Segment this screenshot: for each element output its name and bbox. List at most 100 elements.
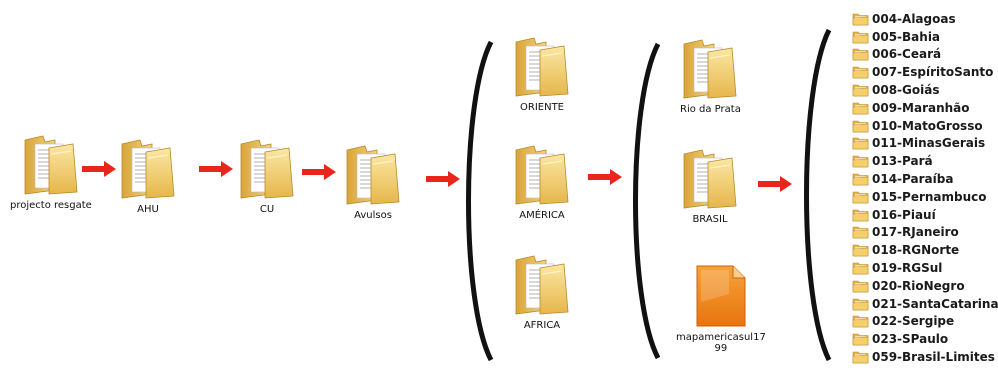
list-item[interactable]: 010-MatoGrosso bbox=[852, 117, 998, 135]
list-item[interactable]: 009-Maranhão bbox=[852, 99, 998, 117]
list-item[interactable]: 020-RioNegro bbox=[852, 277, 998, 295]
folder-brasil[interactable]: BRASIL bbox=[680, 148, 740, 225]
folder-icon bbox=[852, 136, 869, 150]
folder-icon bbox=[852, 83, 869, 97]
folder-avulsos[interactable]: Avulsos bbox=[343, 144, 403, 221]
folder-oriente[interactable]: ORIENTE bbox=[512, 36, 572, 113]
folder-name: 018-RGNorte bbox=[872, 243, 960, 258]
folder-label: AMÉRICA bbox=[519, 210, 565, 221]
folder-name: 008-Goiás bbox=[872, 83, 940, 98]
brasil-folder-list: 004-Alagoas 005-Bahia 006-Ceará 007-Espírit… bbox=[852, 10, 998, 366]
folder-icon bbox=[852, 30, 869, 44]
folder-icon bbox=[852, 261, 869, 275]
folder-projecto-resgate[interactable]: projecto resgate bbox=[10, 134, 92, 211]
folder-label: ORIENTE bbox=[520, 102, 564, 113]
folder-america[interactable]: AMÉRICA bbox=[512, 144, 572, 221]
list-item[interactable]: 007-EspíritoSanto bbox=[852, 63, 998, 81]
folder-label: CU bbox=[259, 204, 275, 215]
folder-icon bbox=[512, 36, 572, 98]
list-item[interactable]: 015-Pernambuco bbox=[852, 188, 998, 206]
list-item[interactable]: 018-RGNorte bbox=[852, 241, 998, 259]
folder-label: Avulsos bbox=[354, 210, 392, 221]
list-item[interactable]: 005-Bahia bbox=[852, 28, 998, 46]
folder-icon bbox=[512, 144, 572, 206]
folder-icon bbox=[852, 208, 869, 222]
folder-name: 010-MatoGrosso bbox=[872, 118, 983, 133]
folder-rio-da-prata[interactable]: Rio da Prata bbox=[680, 38, 741, 115]
folder-icon bbox=[852, 65, 869, 79]
folder-name: 004-Alagoas bbox=[872, 11, 956, 26]
folder-icon bbox=[852, 297, 869, 311]
list-item[interactable]: 011-MinasGerais bbox=[852, 135, 998, 153]
folder-name: 019-RGSul bbox=[872, 261, 943, 276]
folder-icon bbox=[852, 172, 869, 186]
folder-icon bbox=[852, 154, 869, 168]
folder-name: 006-Ceará bbox=[872, 47, 942, 62]
folder-icon bbox=[852, 119, 869, 133]
list-item[interactable]: 059-Brasil-Limites bbox=[852, 348, 998, 366]
list-item[interactable]: 013-Pará bbox=[852, 152, 998, 170]
folder-name: 017-RJaneiro bbox=[872, 225, 959, 240]
folder-name: 020-RioNegro bbox=[872, 278, 965, 293]
folder-name: 007-EspíritoSanto bbox=[872, 65, 994, 80]
file-label: mapamericasul17 99 bbox=[676, 332, 766, 354]
folder-label: Rio da Prata bbox=[680, 104, 741, 115]
folder-name: 021-SantaCatarina bbox=[872, 296, 998, 311]
folder-name: 015-Pernambuco bbox=[872, 189, 987, 204]
folder-name: 013-Pará bbox=[872, 154, 933, 169]
folder-name: 009-Maranhão bbox=[872, 100, 970, 115]
folder-icon bbox=[21, 134, 81, 196]
folder-name: 005-Bahia bbox=[872, 29, 941, 44]
folder-icon bbox=[852, 314, 869, 328]
list-item[interactable]: 014-Paraíba bbox=[852, 170, 998, 188]
bracket-left bbox=[633, 42, 661, 360]
file-label-line2: 99 bbox=[714, 343, 728, 354]
folder-label: AHU bbox=[137, 204, 159, 215]
folder-icon bbox=[237, 138, 297, 200]
document-icon bbox=[696, 265, 746, 327]
folder-icon bbox=[118, 138, 178, 200]
folder-icon bbox=[852, 101, 869, 115]
list-item[interactable]: 004-Alagoas bbox=[852, 10, 998, 28]
list-item[interactable]: 021-SantaCatarina bbox=[852, 295, 998, 313]
arrow-right-icon bbox=[82, 161, 116, 177]
list-item[interactable]: 019-RGSul bbox=[852, 259, 998, 277]
bracket-left bbox=[804, 28, 832, 362]
folder-africa[interactable]: AFRICA bbox=[512, 254, 572, 331]
folder-icon bbox=[852, 279, 869, 293]
folder-icon bbox=[852, 243, 869, 257]
folder-cu[interactable]: CU bbox=[237, 138, 297, 215]
list-item[interactable]: 008-Goiás bbox=[852, 81, 998, 99]
folder-icon bbox=[852, 350, 869, 364]
folder-icon bbox=[512, 254, 572, 316]
arrow-right-icon bbox=[302, 164, 336, 180]
folder-icon bbox=[852, 12, 869, 26]
arrow-right-icon bbox=[588, 169, 622, 185]
file-mapamericasul1799[interactable]: mapamericasul17 99 bbox=[676, 264, 766, 354]
folder-name: 011-MinasGerais bbox=[872, 136, 986, 151]
folder-icon bbox=[852, 332, 869, 346]
list-item[interactable]: 006-Ceará bbox=[852, 46, 998, 64]
folder-label: AFRICA bbox=[523, 320, 561, 331]
folder-icon bbox=[852, 225, 869, 239]
folder-icon bbox=[852, 47, 869, 61]
bracket-left bbox=[466, 40, 494, 362]
folder-name: 059-Brasil-Limites bbox=[872, 350, 995, 365]
folder-icon bbox=[343, 144, 403, 206]
folder-icon bbox=[852, 190, 869, 204]
list-item[interactable]: 023-SPaulo bbox=[852, 330, 998, 348]
list-item[interactable]: 016-Piauí bbox=[852, 206, 998, 224]
folder-name: 016-Piauí bbox=[872, 207, 936, 222]
list-item[interactable]: 017-RJaneiro bbox=[852, 224, 998, 242]
list-item[interactable]: 022-Sergipe bbox=[852, 313, 998, 331]
folder-icon bbox=[680, 148, 740, 210]
file-label-line1: mapamericasul17 bbox=[676, 332, 766, 343]
folder-icon bbox=[680, 38, 740, 100]
folder-name: 023-SPaulo bbox=[872, 332, 949, 347]
folder-label: projecto resgate bbox=[10, 200, 92, 211]
folder-label: BRASIL bbox=[692, 214, 728, 225]
folder-ahu[interactable]: AHU bbox=[118, 138, 178, 215]
arrow-right-icon bbox=[758, 176, 792, 192]
arrow-right-icon bbox=[199, 161, 233, 177]
folder-name: 022-Sergipe bbox=[872, 314, 955, 329]
